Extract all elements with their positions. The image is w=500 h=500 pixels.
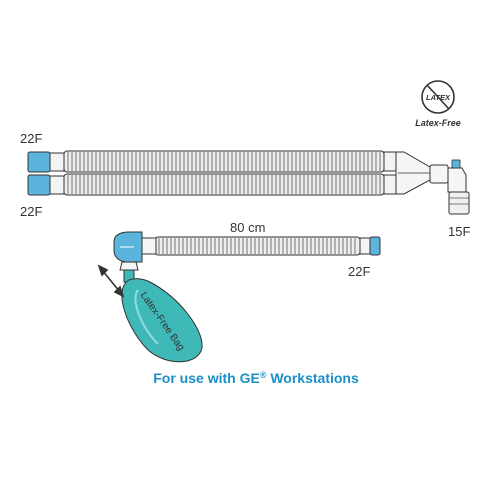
footer-suffix: Workstations	[266, 370, 359, 386]
footer-caption: For use with GE® Workstations	[153, 370, 359, 386]
latex-free-caption: Latex-Free	[415, 118, 461, 128]
label-length: 80 cm	[230, 220, 265, 235]
port-15f	[448, 191, 470, 215]
registered-mark: ®	[260, 370, 267, 380]
elbow-connector	[429, 159, 470, 215]
double-arrow-icon	[97, 264, 125, 298]
footer-prefix: For use with GE	[153, 370, 260, 386]
bottom-left-connector	[27, 174, 51, 196]
latex-free-icon: LATEX	[421, 80, 455, 114]
label-22f-right: 22F	[348, 264, 370, 279]
label-15f: 15F	[448, 224, 470, 239]
bag-connector	[113, 231, 157, 271]
latex-free-bag: Latex-Free Bag	[121, 269, 203, 363]
latex-free-badge: LATEX Latex-Free	[415, 80, 461, 128]
main-corrugated-tube	[63, 150, 385, 196]
top-left-connector	[27, 151, 51, 173]
right-connector	[369, 236, 381, 256]
latex-symbol-text: LATEX	[426, 93, 451, 102]
label-22f-bottom-left: 22F	[20, 204, 42, 219]
short-corrugated-tube	[154, 236, 361, 256]
label-22f-top-left: 22F	[20, 131, 42, 146]
